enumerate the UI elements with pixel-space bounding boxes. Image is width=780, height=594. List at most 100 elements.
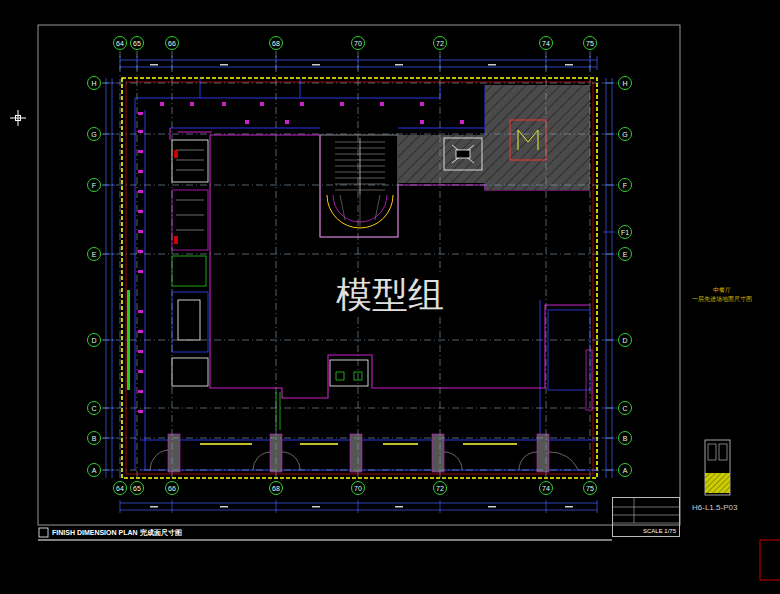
grid-label: D — [91, 337, 96, 344]
grid-bubble: 68 — [269, 36, 283, 50]
grid-label: 65 — [133, 40, 141, 47]
grid-bubble: F — [618, 178, 632, 192]
sheet-frame — [38, 25, 680, 525]
grid-axis-line — [590, 51, 591, 480]
grid-bubble: D — [618, 333, 632, 347]
grid-axis-line — [102, 470, 617, 471]
grid-label: C — [622, 405, 627, 412]
key-plan — [705, 440, 730, 495]
grid-axis-line — [276, 51, 277, 480]
shaft-symbol — [510, 120, 546, 160]
grid-bubble: 64 — [113, 481, 127, 495]
grid-label: 64 — [116, 40, 124, 47]
grid-label: F — [92, 182, 96, 189]
grid-bubble: 70 — [351, 481, 365, 495]
grid-bubble: 74 — [539, 36, 553, 50]
grid-axis-line — [102, 438, 617, 439]
grid-label: A — [92, 467, 97, 474]
grid-bubble: E — [618, 247, 632, 261]
grid-axis-line — [102, 185, 617, 186]
grid-label: B — [623, 435, 628, 442]
grid-label: G — [622, 131, 627, 138]
grid-bubble: 66 — [165, 36, 179, 50]
east-rooms — [276, 310, 592, 430]
grid-label: G — [91, 131, 96, 138]
elevator-symbol — [444, 138, 482, 170]
grid-label: B — [92, 435, 97, 442]
grid-axis-line — [120, 51, 121, 480]
grid-label: 75 — [586, 485, 594, 492]
grid-label: F — [623, 182, 627, 189]
grid-bubble: 75 — [583, 481, 597, 495]
wall-lines — [135, 78, 597, 470]
sheet-subtitle: 一层先进场地面尺寸图 — [692, 296, 752, 303]
grid-axis-line — [102, 340, 617, 341]
title-circle-box — [39, 528, 48, 537]
grid-bubble: 65 — [130, 36, 144, 50]
grid-label: 74 — [542, 485, 550, 492]
cursor-mark — [10, 110, 26, 126]
grid-label: 64 — [116, 485, 124, 492]
grid-label: 70 — [354, 40, 362, 47]
grid-bubble: 72 — [433, 481, 447, 495]
window-frames — [200, 443, 517, 445]
grid-bubble: C — [618, 401, 632, 415]
grid-bubble: 70 — [351, 36, 365, 50]
columns — [168, 434, 549, 472]
grid-label: 66 — [168, 40, 176, 47]
grid-label: E — [623, 251, 628, 258]
grid-label: H — [622, 80, 627, 87]
scale-note: SCALE 1/75 — [643, 528, 676, 534]
grid-bubble: F1 — [618, 225, 632, 239]
grid-bubble: C — [87, 401, 101, 415]
grid-label: 74 — [542, 40, 550, 47]
grid-bubble: D — [87, 333, 101, 347]
grid-bubble: G — [87, 127, 101, 141]
grid-axis-line — [102, 254, 617, 255]
grid-bubble: A — [618, 463, 632, 477]
drawing-title: FINISH DIMENSION PLAN 完成面尺寸图 — [52, 529, 182, 537]
outer-wall-line — [122, 78, 597, 478]
grid-bubble: 66 — [165, 481, 179, 495]
grid-bubble: 75 — [583, 36, 597, 50]
grid-bubble: F — [87, 178, 101, 192]
room-name: 中餐厅 — [713, 287, 731, 294]
core-hatch — [398, 135, 485, 183]
grid-axis-line — [102, 134, 617, 135]
grid-label: E — [92, 251, 97, 258]
grid-axis-line — [102, 408, 617, 409]
dimension-lines — [103, 56, 615, 513]
grid-axis-line — [102, 83, 617, 84]
grid-label: 66 — [168, 485, 176, 492]
sheet-corner-mark — [760, 540, 780, 580]
grid-bubble: 65 — [130, 481, 144, 495]
grid-bubble: H — [618, 76, 632, 90]
grid-axis-line — [172, 51, 173, 480]
grid-label: 75 — [586, 40, 594, 47]
title-block-rules — [612, 497, 680, 523]
grid-label: F1 — [621, 229, 629, 236]
core-hatch — [485, 85, 590, 190]
grid-bubble: B — [618, 431, 632, 445]
door-swings — [150, 450, 578, 470]
title-underline — [38, 539, 612, 540]
watermark: 模型组 — [333, 275, 447, 315]
grid-bubble: 68 — [269, 481, 283, 495]
grid-bubble: A — [87, 463, 101, 477]
grid-label: D — [622, 337, 627, 344]
grid-label: A — [623, 467, 628, 474]
service-rooms — [172, 140, 208, 386]
grid-label: 68 — [272, 485, 280, 492]
grid-axis-line — [137, 51, 138, 480]
grid-bubble: B — [87, 431, 101, 445]
grid-axis-line — [440, 51, 441, 480]
grid-bubble: E — [87, 247, 101, 261]
grid-label: 70 — [354, 485, 362, 492]
grid-label: 68 — [272, 40, 280, 47]
inner-wall-line — [126, 82, 593, 474]
grid-label: H — [91, 80, 96, 87]
grid-label: 72 — [436, 40, 444, 47]
wall-panels — [127, 112, 143, 413]
grid-bubble: G — [618, 127, 632, 141]
grid-label: C — [91, 405, 96, 412]
